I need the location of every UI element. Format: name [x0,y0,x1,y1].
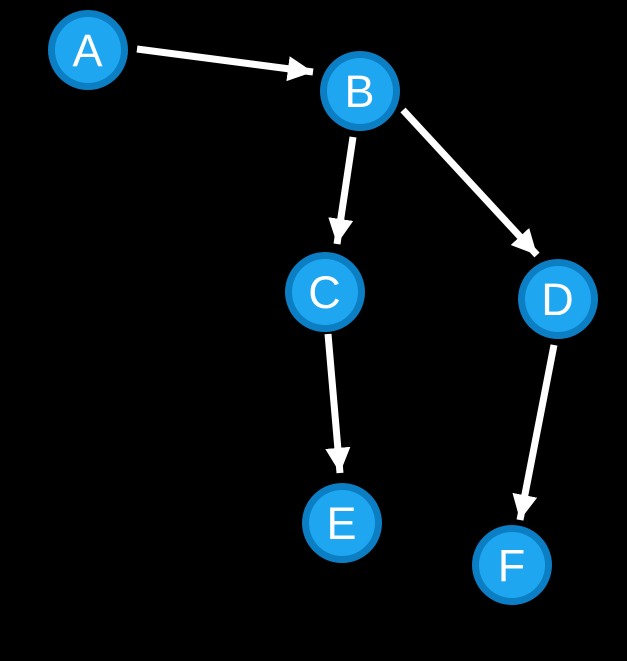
edge-D-F-arrow [512,344,558,521]
node-E[interactable]: E [302,483,382,563]
node-D-body [525,266,591,332]
node-B[interactable]: B [320,51,400,131]
node-A-label: A [72,25,103,76]
node-B-body [327,58,393,124]
node-A-body [55,17,121,83]
node-F-label: F [498,540,527,591]
edge-B-C-arrow [328,136,357,245]
node-C[interactable]: C [285,252,365,332]
node-B-label: B [344,66,375,117]
node-C-label: C [308,267,342,318]
node-C-body [292,259,358,325]
node-A[interactable]: A [48,10,128,90]
edge-C-E-arrow [324,333,351,474]
node-D[interactable]: D [518,259,598,339]
node-E-label: E [326,498,357,549]
node-E-body [309,490,375,556]
node-F[interactable]: F [472,525,552,605]
edge-B-D-arrow [400,107,540,258]
node-F-body [479,532,545,598]
node-D-label: D [541,274,575,325]
edge-A-B-arrow [136,45,314,82]
